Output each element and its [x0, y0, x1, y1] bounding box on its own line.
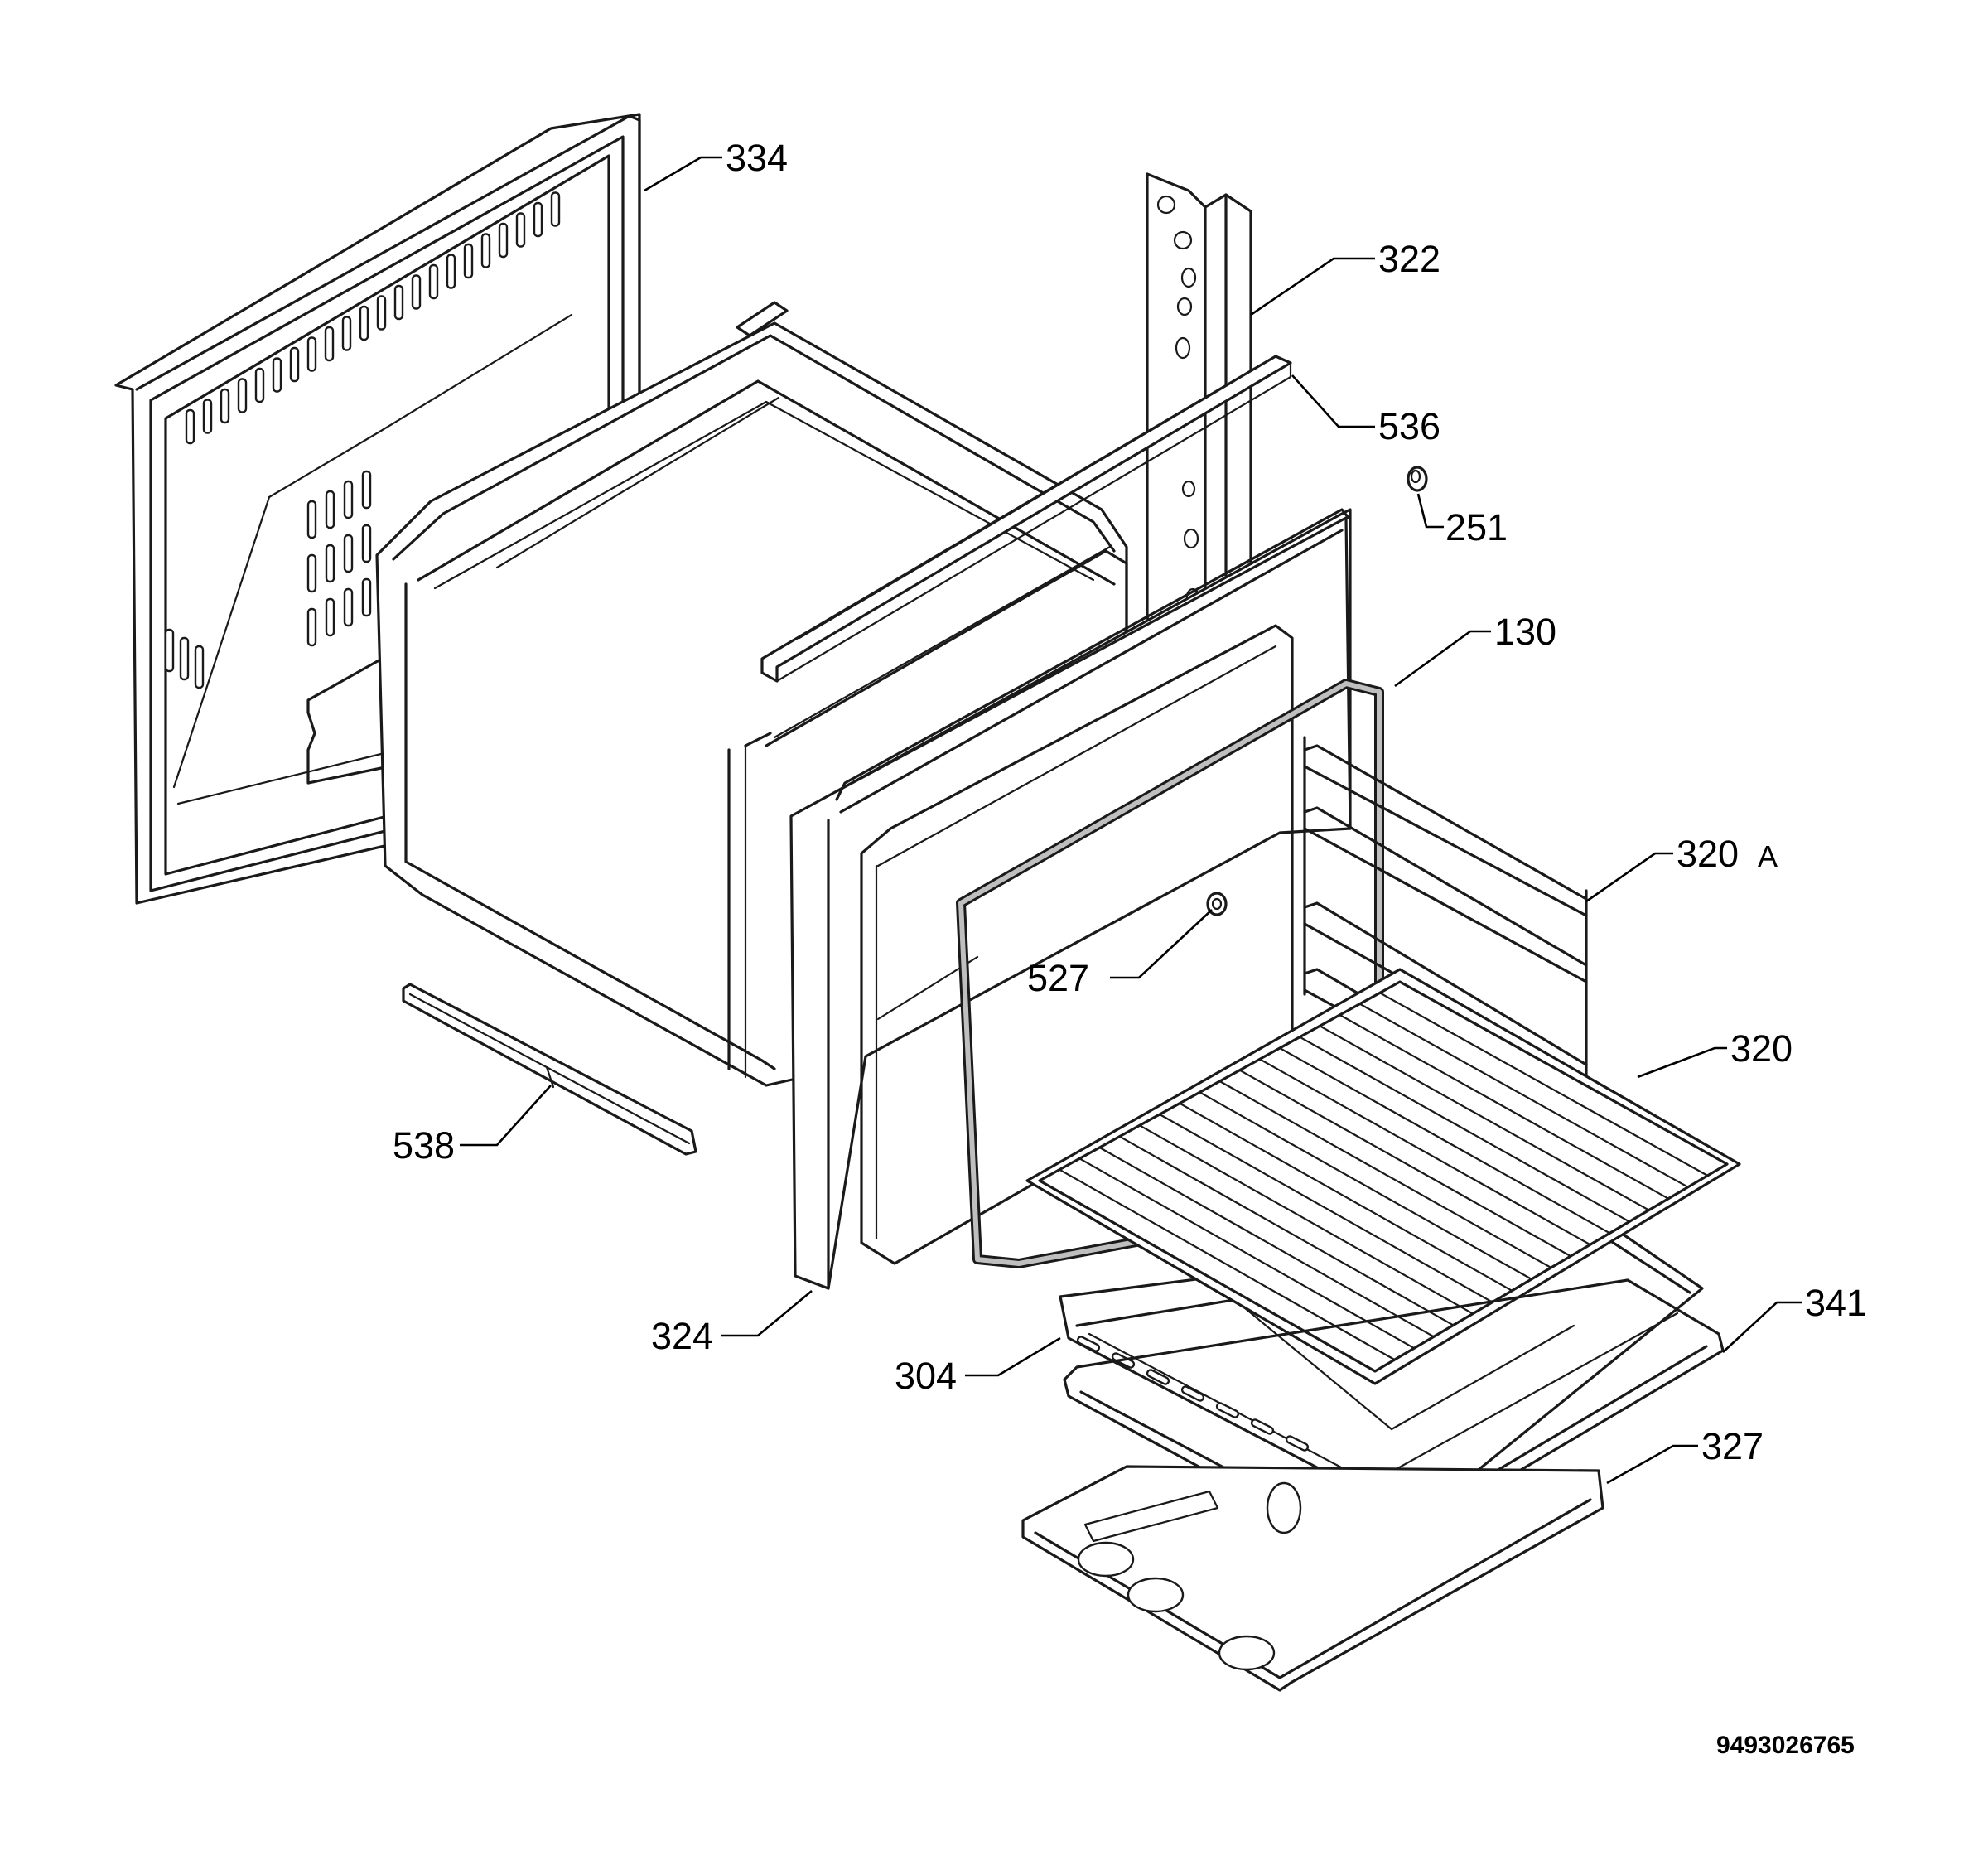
callout-324: 324 [651, 1315, 713, 1357]
front-strip [402, 983, 697, 1156]
small-knob [1407, 466, 1428, 492]
small-fitting [1206, 892, 1228, 916]
callout-320a-suffix: A [1758, 839, 1778, 873]
callout-322: 322 [1378, 238, 1440, 280]
callout-304: 304 [895, 1355, 957, 1397]
callout-536: 536 [1378, 405, 1440, 447]
callout-527: 527 [1027, 957, 1089, 999]
shelf-rack-bars [1059, 992, 1709, 1361]
callout-538: 538 [393, 1124, 455, 1167]
callout-341: 341 [1805, 1282, 1867, 1324]
callout-130: 130 [1494, 611, 1556, 653]
document-number: 9493026765 [1716, 1732, 1855, 1759]
top-strip [760, 355, 1292, 683]
bottom-plate [1021, 1465, 1604, 1692]
leader-lines [460, 156, 1802, 1485]
oven-shelf-rack [1025, 968, 1741, 1385]
callout-320: 320 [1730, 1027, 1793, 1070]
callout-320a: 320 [1677, 833, 1739, 875]
callout-251: 251 [1445, 506, 1508, 548]
callout-327: 327 [1701, 1425, 1764, 1467]
front-frame [789, 508, 1352, 1290]
back-panel-vent-slots [164, 191, 561, 689]
callout-labels: 334 322 536 251 130 320 A 527 320 538 34… [393, 137, 1867, 1759]
callout-334: 334 [726, 137, 788, 179]
